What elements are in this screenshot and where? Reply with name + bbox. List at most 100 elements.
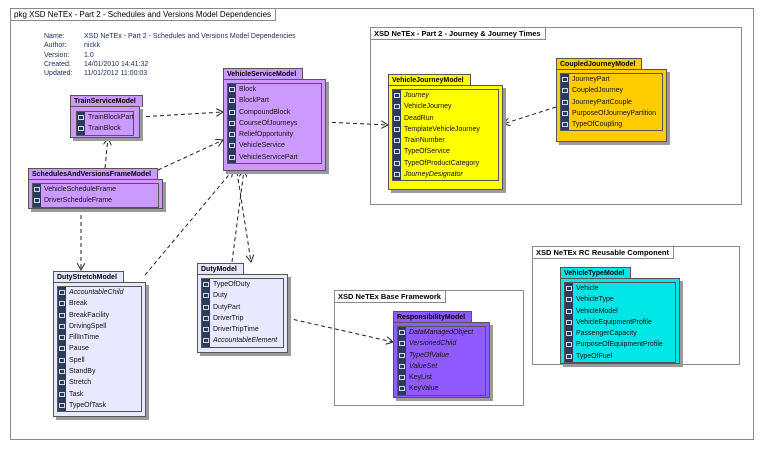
metadata-row-name: Name:XSD NeTEx - Part 2 - Schedules and … (44, 33, 296, 40)
list-item: TemplateVehicleJourney (393, 124, 498, 135)
package-responsibility-model[interactable]: ResponsibilityModel DataManagedObject Ve… (393, 311, 493, 401)
list-item: TypeOfProductCategory (393, 158, 498, 169)
package-vehicle-service-model[interactable]: VehicleServiceModel Block BlockPart Comp… (223, 68, 329, 174)
list-item: Spell (58, 355, 141, 366)
list-item: TypeOfService (393, 146, 498, 157)
list-item: Break (58, 298, 141, 309)
list-item: DataManagedObject (398, 327, 485, 338)
list-item: DriverTrip (202, 313, 283, 324)
list-item: StandBy (58, 366, 141, 377)
list-item: VehicleEquipmentProfile (565, 317, 675, 328)
link-duty-responsibility (286, 317, 393, 342)
package-schedules-versions-tab: SchedulesAndVersionsFrameModel (28, 168, 159, 180)
package-schedules-versions-frame-model[interactable]: SchedulesAndVersionsFrameModel VehicleSc… (28, 168, 166, 212)
package-duty-tab: DutyModel (197, 263, 244, 275)
outer-frame-title: pkg XSD NeTEx - Part 2 - Schedules and V… (11, 9, 277, 21)
coupled-journey-items: JourneyPart CoupledJourney JourneyPartCo… (560, 73, 663, 132)
list-item: TypeOfCoupling (561, 119, 662, 130)
list-item: CoupledJourney (561, 85, 662, 96)
frame-journey-times: XSD NeTEx - Part 2 - Journey & Journey T… (370, 27, 742, 205)
link-vehicleservice-duty (236, 171, 251, 262)
package-vehicle-journey-tab: VehicleJourneyModel (388, 74, 471, 86)
list-item: Pause (58, 343, 141, 354)
list-item: PurposeOfJourneyPartition (561, 108, 662, 119)
duty-items: TypeOfDuty Duty DutyPart DriverTrip Driv… (201, 278, 284, 348)
link-schedules-trainservice (105, 138, 108, 169)
list-item: FillInTime (58, 332, 141, 343)
list-item: VehicleService (228, 140, 321, 151)
list-item: Journey (393, 90, 498, 101)
list-item: JourneyPart (561, 74, 662, 85)
list-item: PurposeOfEquipmentProfile (565, 339, 675, 350)
package-vehicle-service-tab: VehicleServiceModel (223, 68, 304, 80)
list-item: CompoundBlock (228, 107, 321, 118)
list-item: BreakFacility (58, 310, 141, 321)
list-item: TypeOfValue (398, 350, 485, 361)
link-trainservice-vehicleservice (138, 112, 223, 118)
list-item: BlockPart (228, 95, 321, 106)
link-schedules-vehicleservice (157, 140, 223, 171)
link-vehicleservice-vehiclejourney (324, 122, 388, 125)
diagram-metadata: Name:XSD NeTEx - Part 2 - Schedules and … (44, 32, 296, 78)
link-duty-vehicleservice (231, 170, 244, 263)
list-item: VehicleScheduleFrame (33, 184, 158, 195)
metadata-row-created: Created:14/01/2010 14:41:32 (44, 60, 149, 68)
vehicle-type-items: Vehicle VehicleType VehicleModel Vehicle… (564, 282, 676, 364)
list-item: TrainBlock (77, 123, 133, 134)
list-item: AccountableChild (58, 287, 141, 298)
link-coupled-vehiclejourney (503, 106, 557, 124)
list-item: DeadRun (393, 113, 498, 124)
list-item: VehicleModel (565, 306, 675, 317)
train-service-items: TrainBlockPart TrainBlock (76, 111, 134, 136)
metadata-row-author: Author:nickk (44, 42, 100, 50)
vehicle-service-items: Block BlockPart CompoundBlock CourseOfJo… (227, 83, 322, 165)
responsibility-items: DataManagedObject VersionedChild TypeOfV… (397, 326, 486, 396)
list-item: VehicleServicePart (228, 152, 321, 163)
package-vehicle-type-tab: VehicleTypeModel (560, 267, 632, 279)
list-item: PassengerCapacity (565, 328, 675, 339)
list-item: KeyValue (398, 383, 485, 394)
metadata-row-version: Version:1.0 (44, 51, 94, 59)
frame-reusable-component-title: XSD NeTEx RC Reusable Component (533, 247, 674, 259)
list-item: TypeOfTask (58, 400, 141, 411)
package-vehicle-journey-model[interactable]: VehicleJourneyModel Journey VehicleJourn… (388, 74, 506, 193)
package-duty-stretch-tab: DutyStretchModel (53, 271, 124, 283)
frame-journey-times-title: XSD NeTEx - Part 2 - Journey & Journey T… (371, 28, 546, 40)
list-item: Vehicle (565, 283, 675, 294)
list-item: TypeOfFuel (565, 351, 675, 362)
duty-stretch-items: AccountableChild Break BreakFacility Dri… (57, 286, 142, 413)
list-item: JourneyPartCouple (561, 97, 662, 108)
package-coupled-journey-tab: CoupledJourneyModel (556, 58, 643, 70)
package-responsibility-tab: ResponsibilityModel (393, 311, 473, 323)
list-item: Task (58, 389, 141, 400)
schedules-versions-items: VehicleScheduleFrame DriverScheduleFrame (32, 183, 159, 208)
package-train-service-model[interactable]: TrainServiceModel TrainBlockPart TrainBl… (70, 95, 143, 141)
package-duty-stretch-model[interactable]: DutyStretchModel AccountableChild Break … (53, 271, 149, 420)
list-item: Stretch (58, 377, 141, 388)
list-item: CourseOfJourneys (228, 118, 321, 129)
package-coupled-journey-model[interactable]: CoupledJourneyModel JourneyPart CoupledJ… (556, 58, 670, 145)
list-item: JourneyDesignator (393, 169, 498, 180)
list-item: KeyList (398, 372, 485, 383)
package-vehicle-type-model[interactable]: VehicleTypeModel Vehicle VehicleType Veh… (560, 267, 683, 367)
link-dutystretch-vehicleservice (144, 170, 233, 276)
list-item: ValueSet (398, 361, 485, 372)
list-item: VehicleType (565, 294, 675, 305)
list-item: AccountableElement (202, 335, 283, 346)
list-item: ReliefOpportunity (228, 129, 321, 140)
metadata-row-updated: Updated:11/01/2012 11:00:03 (44, 70, 148, 78)
list-item: DutyPart (202, 302, 283, 313)
list-item: Duty (202, 290, 283, 301)
package-train-service-tab: TrainServiceModel (70, 95, 143, 107)
list-item: Block (228, 84, 321, 95)
package-duty-model[interactable]: DutyModel TypeOfDuty Duty DutyPart Drive… (197, 263, 291, 356)
list-item: TypeOfDuty (202, 279, 283, 290)
frame-base-framework-title: XSD NeTEx Base Framework (335, 291, 446, 303)
outer-package-frame: pkg XSD NeTEx - Part 2 - Schedules and V… (10, 8, 754, 440)
list-item: DrivingSpell (58, 321, 141, 332)
list-item: TrainNumber (393, 135, 498, 146)
list-item: VersionedChild (398, 338, 485, 349)
list-item: DriverScheduleFrame (33, 195, 158, 206)
